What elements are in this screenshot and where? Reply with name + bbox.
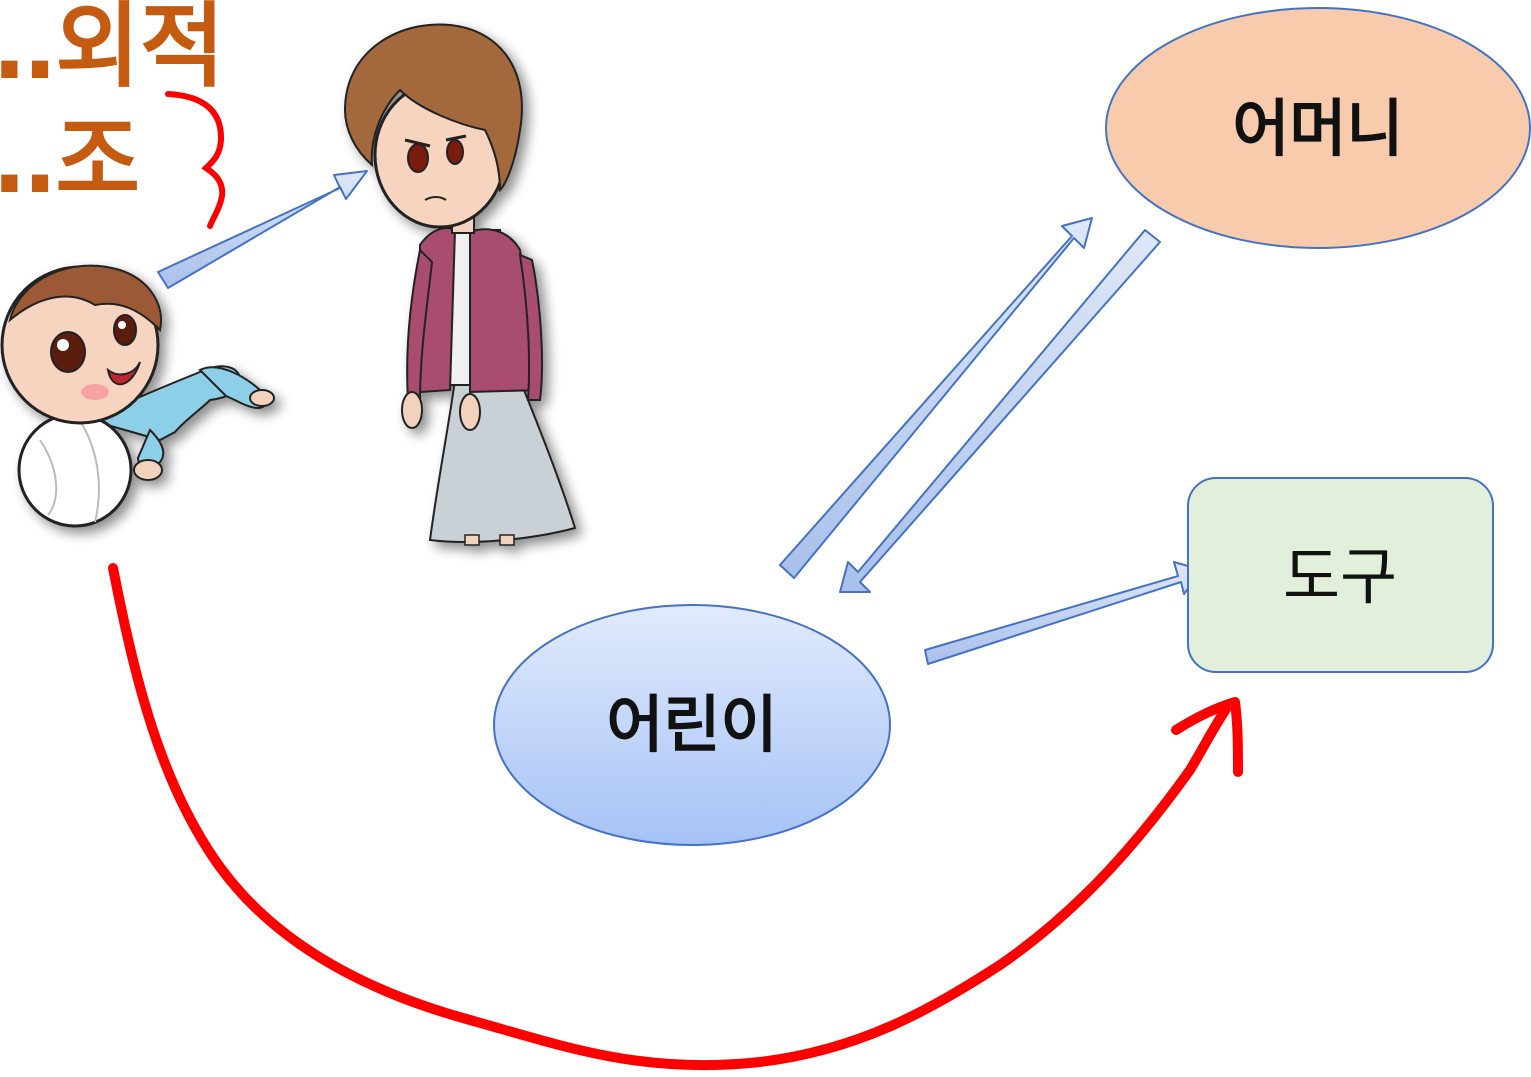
node-mother: 어머니 <box>1105 7 1531 249</box>
arrow-child-to-tool <box>924 561 1203 665</box>
title: ‥외적 ‥조 <box>0 0 225 214</box>
node-tool: 도구 <box>1187 477 1494 673</box>
title-line-1: ‥외적 <box>0 0 225 100</box>
arrow-baby-to-mother <box>157 170 368 289</box>
red-bracket-mark <box>165 91 226 229</box>
arrow-mother-to-child <box>839 229 1161 593</box>
title-line-2: ‥조 <box>0 107 140 214</box>
red-arc-arrow <box>108 563 1233 1071</box>
red-arc-arrowhead <box>1171 697 1243 777</box>
node-tool-label: 도구 <box>1283 540 1397 613</box>
node-child: 어린이 <box>493 604 891 846</box>
mother-standing-illustration <box>343 23 577 546</box>
node-mother-label: 어머니 <box>1232 92 1403 165</box>
arrow-child-to-mother <box>779 217 1093 579</box>
node-child-label: 어린이 <box>606 688 777 761</box>
baby-with-ball-illustration <box>0 264 275 528</box>
